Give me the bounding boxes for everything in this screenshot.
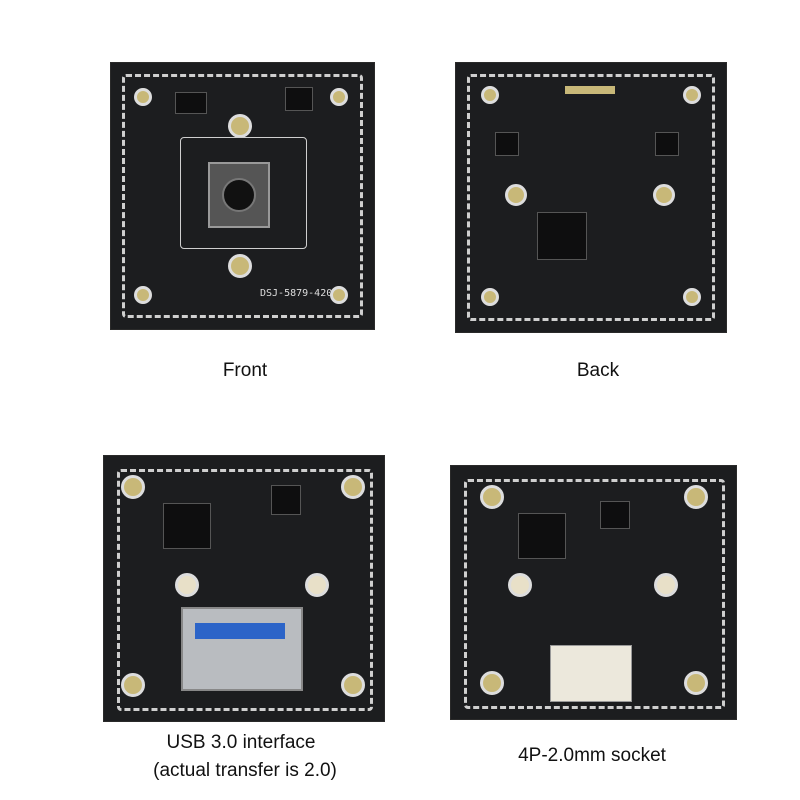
mount-hole: [481, 86, 499, 104]
mount-hole: [175, 573, 199, 597]
header-pins: [565, 86, 615, 94]
socket-board-photo: [450, 465, 737, 720]
board-silkscreen: DSJ-5879-420: [260, 288, 333, 299]
usb-board-photo: [103, 455, 385, 722]
mount-hole: [121, 673, 145, 697]
mount-hole: [684, 485, 708, 509]
back-board-photo: [455, 62, 727, 333]
caption-back: Back: [576, 360, 620, 381]
mount-hole: [481, 288, 499, 306]
board-frame: [122, 74, 363, 318]
front-board-photo: DSJ-5879-420: [110, 62, 375, 330]
caption-usb-line2: (actual transfer is 2.0): [153, 760, 337, 781]
mount-hole: [654, 573, 678, 597]
caption-front: Front: [222, 360, 268, 381]
mount-hole: [330, 286, 348, 304]
mount-hole: [683, 86, 701, 104]
chip: [271, 485, 301, 515]
chip: [285, 87, 313, 111]
chip: [175, 92, 207, 114]
mount-hole: [330, 88, 348, 106]
usb-3-port: [181, 607, 303, 691]
caption-socket: 4P-2.0mm socket: [518, 745, 666, 766]
4-pin-socket: [550, 645, 632, 702]
mount-hole: [683, 288, 701, 306]
processor-chip: [537, 212, 587, 260]
mount-hole: [121, 475, 145, 499]
board-frame: [467, 74, 715, 321]
processor-chip: [518, 513, 566, 559]
chip: [655, 132, 679, 156]
mount-hole: [228, 114, 252, 138]
mount-hole: [684, 671, 708, 695]
mount-hole: [134, 88, 152, 106]
mount-hole: [480, 485, 504, 509]
mount-hole: [505, 184, 527, 206]
mount-hole: [508, 573, 532, 597]
mount-hole: [341, 475, 365, 499]
chip: [600, 501, 630, 529]
board-frame: [117, 469, 373, 711]
usb-port-tongue: [195, 623, 285, 639]
mount-hole: [480, 671, 504, 695]
chip: [495, 132, 519, 156]
lens-aperture: [222, 178, 256, 212]
mount-hole: [305, 573, 329, 597]
mount-hole: [134, 286, 152, 304]
board-frame: [464, 479, 725, 709]
caption-usb-line1: USB 3.0 interface: [166, 732, 316, 753]
mount-hole: [228, 254, 252, 278]
mount-hole: [653, 184, 675, 206]
mount-hole: [341, 673, 365, 697]
processor-chip: [163, 503, 211, 549]
sensor-outline: [180, 137, 307, 249]
